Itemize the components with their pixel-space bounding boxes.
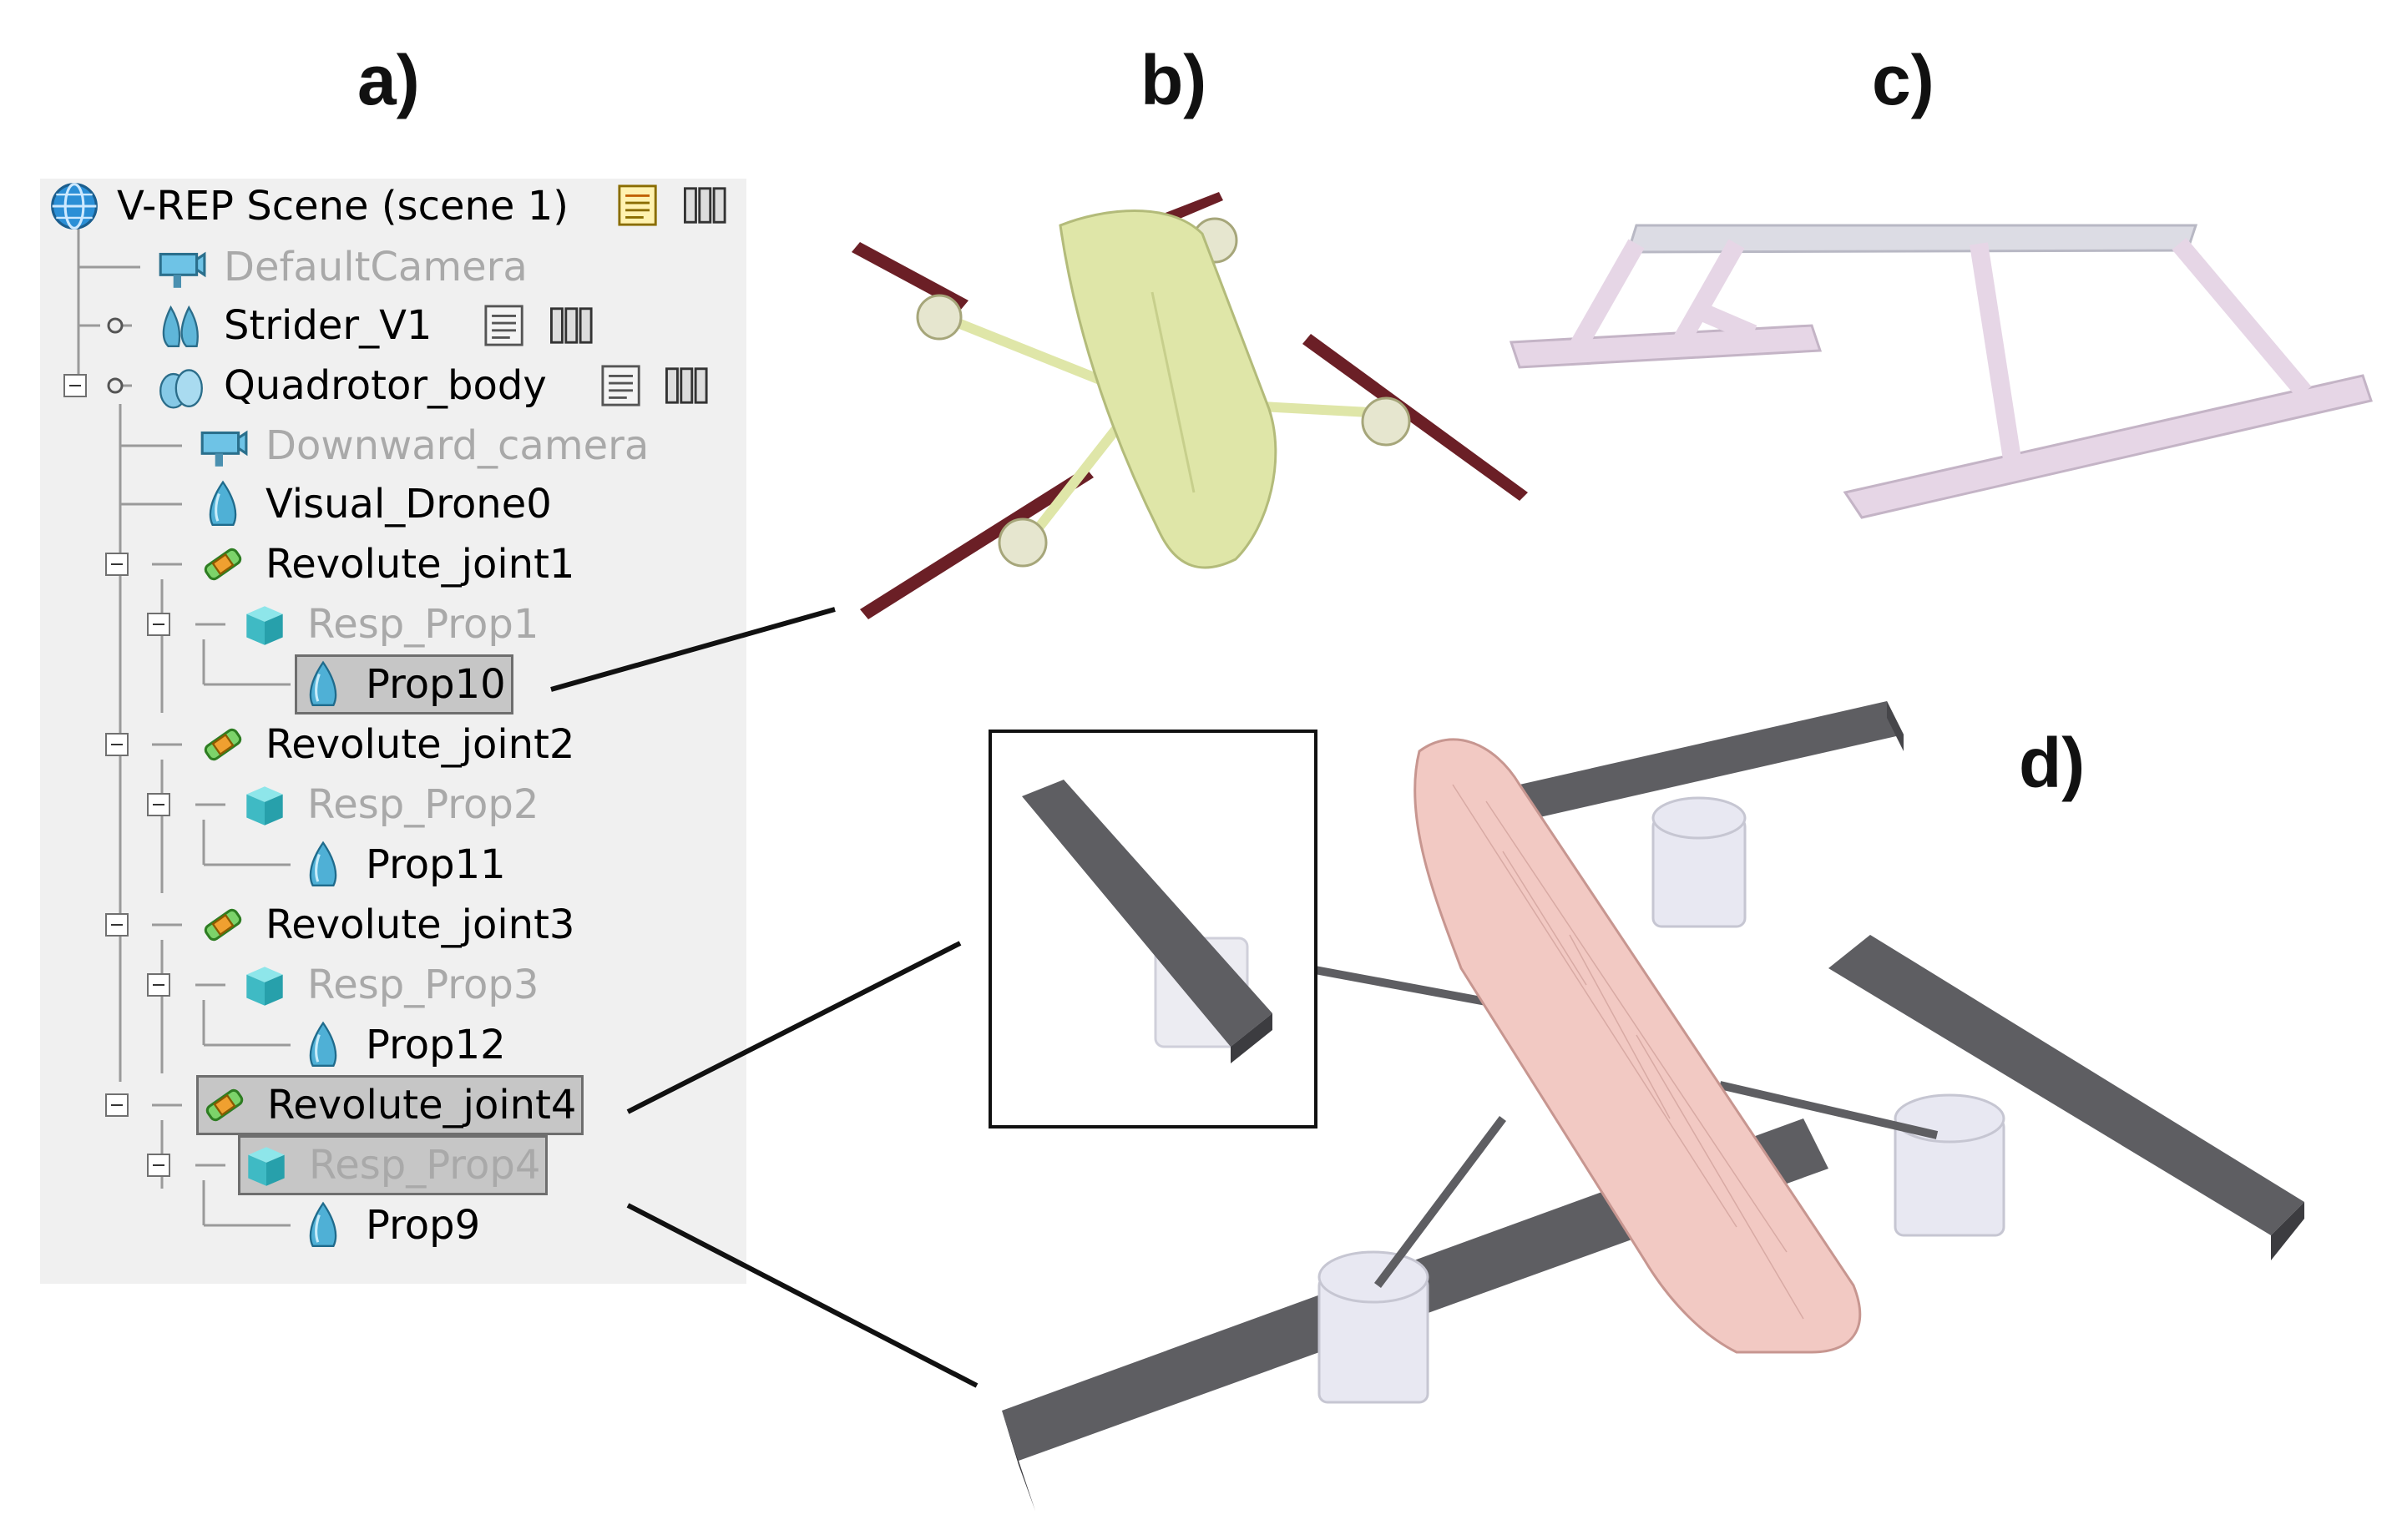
tree-label-revolute-joint2: Revolute_joint2 — [265, 721, 575, 768]
child-script-icon[interactable] — [663, 364, 711, 407]
panel-label-b: b) — [1140, 41, 1207, 119]
tree-row-root[interactable]: V-REP Scene (scene 1) — [48, 179, 574, 234]
child-script-icon[interactable] — [548, 304, 596, 347]
tree-label-prop9: Prop9 — [366, 1202, 481, 1249]
scene-hierarchy-panel[interactable]: V-REP Scene (scene 1) DefaultCamera Stri… — [40, 179, 746, 1284]
tree-label-resp-prop4: Resp_Prop4 — [309, 1142, 541, 1189]
collapse-toggle-revolute-joint1[interactable] — [105, 553, 129, 576]
collapse-toggle-revolute-joint2[interactable] — [105, 733, 129, 756]
tree-label-defaultcamera: DefaultCamera — [224, 244, 528, 290]
tree-row-prop12[interactable]: Prop12 — [297, 1017, 511, 1073]
cuboid-icon — [248, 1147, 285, 1186]
shape-icon — [309, 1201, 337, 1247]
tree-row-prop11[interactable]: Prop11 — [297, 837, 511, 892]
tree-label-resp-prop1: Resp_Prop1 — [307, 601, 539, 648]
tree-label-quadrotor-body: Quadrotor_body — [224, 362, 547, 409]
shape-icon — [209, 480, 237, 526]
collapse-toggle-resp-prop1[interactable] — [147, 613, 170, 636]
tree-label-revolute-joint1: Revolute_joint1 — [265, 541, 575, 588]
dynamic-model-view — [1002, 701, 2304, 1511]
tree-label-visual-drone0: Visual_Drone0 — [265, 481, 552, 528]
globe-icon — [51, 183, 98, 230]
tree-row-prop10[interactable]: Prop10 — [295, 654, 513, 714]
tree-row-revolute-joint4[interactable]: Revolute_joint4 — [195, 1075, 584, 1135]
drone-visual-model-view — [852, 192, 1528, 619]
tree-row-downward-camera[interactable]: Downward_camera — [197, 418, 654, 473]
tree-row-resp-prop1[interactable]: Resp_Prop1 — [239, 597, 544, 652]
camera-icon — [200, 430, 248, 467]
tree-row-strider-v1[interactable]: Strider_V1 — [155, 298, 437, 353]
tree-row-defaultcamera[interactable]: DefaultCamera — [155, 240, 533, 295]
tree-row-quadrotor-body[interactable]: Quadrotor_body — [155, 358, 552, 413]
tree-label-prop10: Prop10 — [366, 661, 506, 708]
tree-row-prop9[interactable]: Prop9 — [297, 1198, 485, 1253]
tree-row-revolute-joint2[interactable]: Revolute_joint2 — [197, 717, 579, 772]
joint-icon — [204, 548, 242, 581]
shape-icon — [309, 841, 337, 886]
child-script-icon[interactable] — [681, 184, 730, 227]
tree-label-resp-prop2: Resp_Prop2 — [307, 781, 539, 828]
tree-label-prop11: Prop11 — [366, 841, 506, 888]
joint-icon — [204, 908, 242, 942]
tree-row-revolute-joint3[interactable]: Revolute_joint3 — [197, 897, 579, 952]
cuboid-icon — [246, 606, 283, 645]
collapse-toggle-resp-prop3[interactable] — [147, 973, 170, 997]
cuboid-icon — [246, 786, 283, 826]
landing-gear — [1509, 224, 2373, 519]
panel-label-c: c) — [1872, 41, 1934, 119]
tree-label-prop12: Prop12 — [366, 1022, 506, 1068]
tree-row-resp-prop3[interactable]: Resp_Prop3 — [239, 957, 544, 1012]
tree-row-revolute-joint1[interactable]: Revolute_joint1 — [197, 537, 579, 592]
camera-icon — [159, 251, 206, 288]
collapse-toggle-revolute-joint4[interactable] — [105, 1093, 129, 1117]
script-icon[interactable] — [614, 184, 663, 227]
tree-row-resp-prop2[interactable]: Resp_Prop2 — [239, 777, 544, 832]
shape-group-icon — [159, 369, 203, 409]
tree-label-root: V-REP Scene (scene 1) — [117, 183, 569, 230]
tree-label-strider-v1: Strider_V1 — [224, 302, 432, 349]
tree-label-revolute-joint4: Revolute_joint4 — [267, 1082, 577, 1128]
shape-icon — [309, 1021, 337, 1067]
landing-gear-view — [1509, 224, 2373, 519]
tree-row-visual-drone0[interactable]: Visual_Drone0 — [197, 477, 557, 532]
collapse-toggle-quadrotor-body[interactable] — [63, 374, 87, 397]
panel-label-a: a) — [357, 41, 420, 119]
drone-body-shell — [1059, 210, 1277, 569]
joint-icon — [204, 728, 242, 761]
script-icon[interactable] — [598, 364, 646, 407]
collapse-toggle-revolute-joint3[interactable] — [105, 913, 129, 937]
collapse-toggle-resp-prop4[interactable] — [147, 1154, 170, 1177]
prop-zoom-inset — [989, 730, 1317, 1128]
panel-label-d: d) — [2019, 724, 2086, 802]
cuboid-icon — [246, 967, 283, 1006]
tree-label-downward-camera: Downward_camera — [265, 422, 650, 469]
motor-mounts — [916, 217, 1411, 568]
tree-row-resp-prop4[interactable]: Resp_Prop4 — [237, 1135, 549, 1195]
tree-label-revolute-joint3: Revolute_joint3 — [265, 901, 575, 948]
drone-collision-body — [1413, 738, 1862, 1354]
shape-icon — [309, 660, 337, 706]
shape-group-icon — [162, 305, 199, 347]
joint-icon — [205, 1088, 244, 1122]
script-icon[interactable] — [481, 304, 529, 347]
tree-label-resp-prop3: Resp_Prop3 — [307, 962, 539, 1008]
collapse-toggle-resp-prop2[interactable] — [147, 793, 170, 816]
propeller-blades — [852, 192, 1528, 619]
